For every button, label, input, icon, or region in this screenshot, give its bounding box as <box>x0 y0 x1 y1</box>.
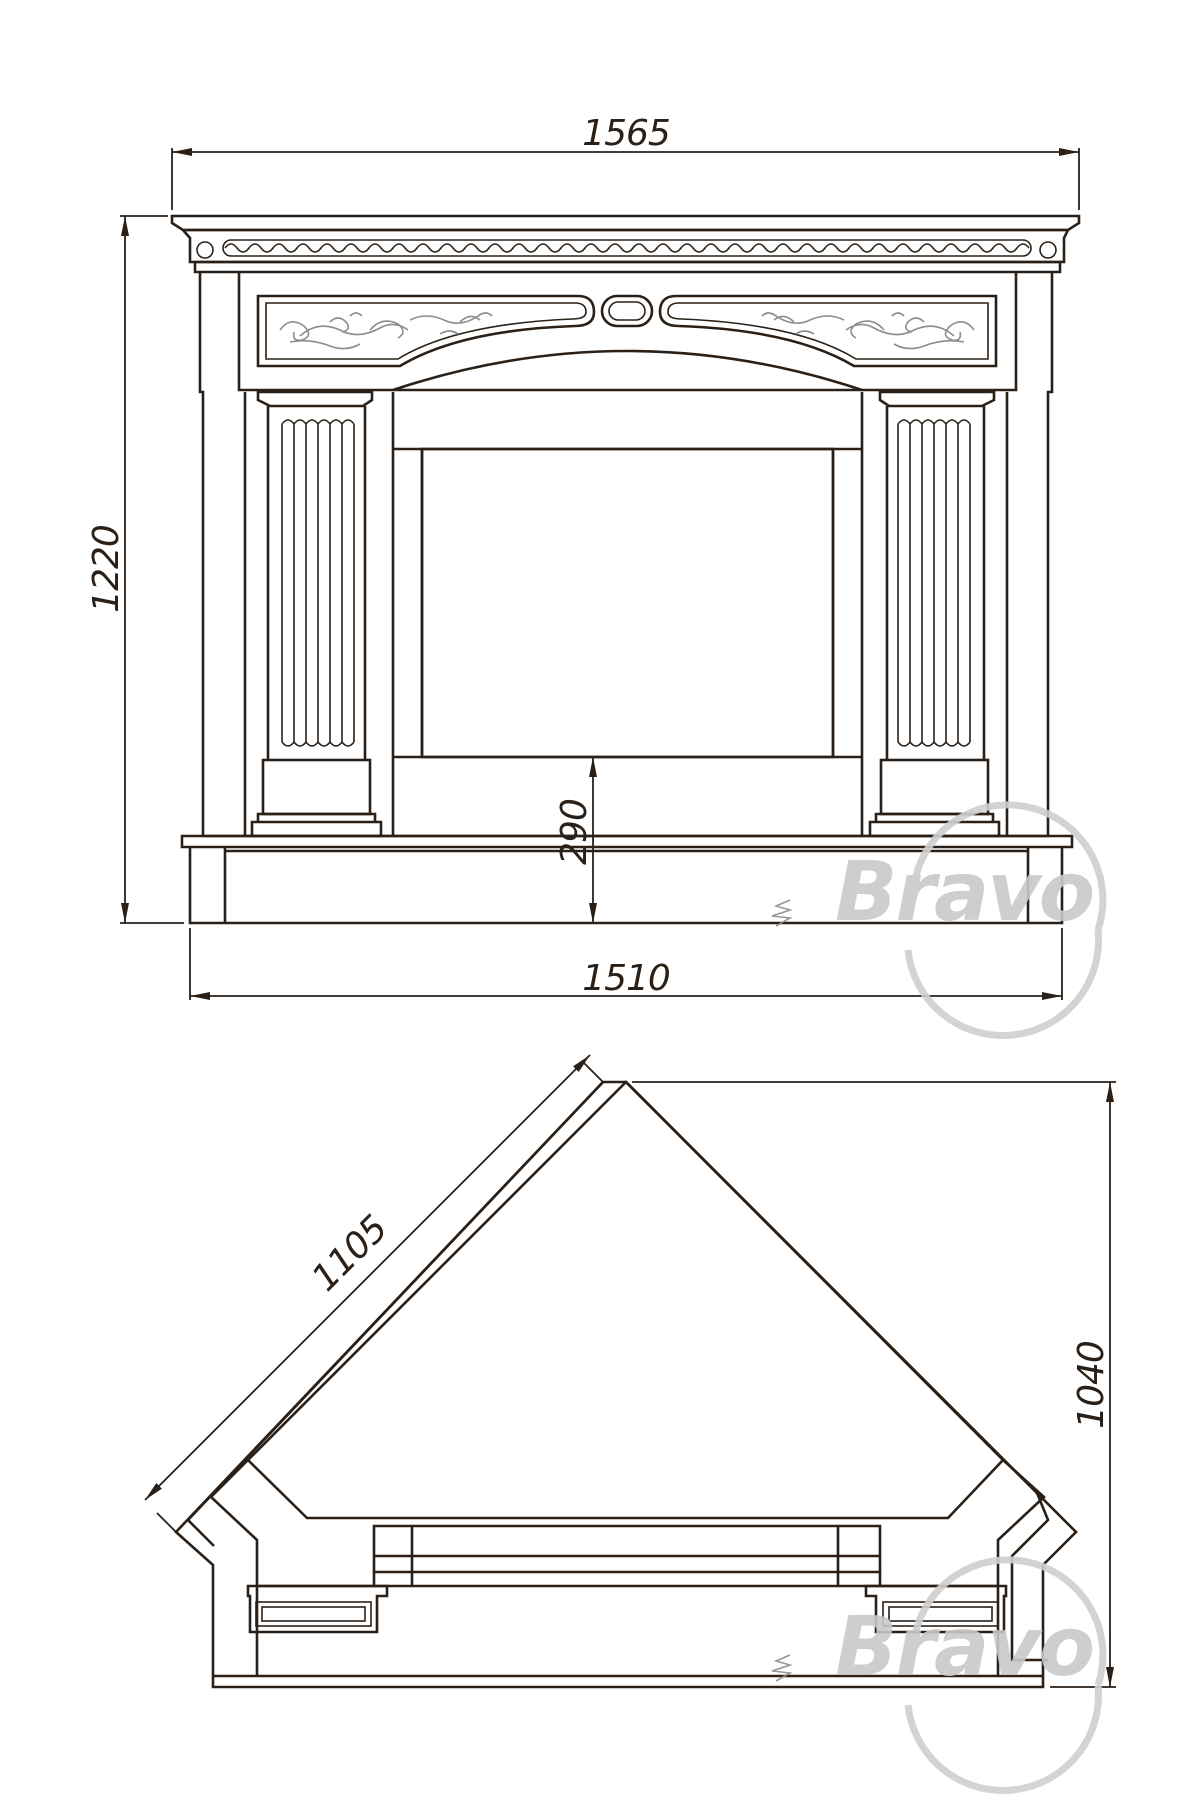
dim-label-1510: 1510 <box>582 958 670 999</box>
bravo-watermark-bottom: Bravo <box>771 1556 1107 1795</box>
watermark-logo-text: Bravo <box>835 845 1093 940</box>
cornice-band <box>180 228 1071 264</box>
frieze-panel <box>237 272 1018 392</box>
dim-label-1565: 1565 <box>582 113 670 154</box>
center-oval <box>600 294 654 328</box>
dimension-firebox-elevation: 290 <box>554 757 597 923</box>
arch <box>392 349 863 392</box>
cornice-step <box>193 260 1062 274</box>
watermark-logo-text: Bravo <box>835 1600 1093 1695</box>
dimension-plan-diagonal: 1105 <box>144 1054 604 1533</box>
scroll-ornament-right <box>761 312 975 350</box>
corner-rosette-right <box>1039 241 1057 259</box>
rope-ornament-pattern <box>224 243 1030 253</box>
front-elevation: 1565 1220 290 1510 <box>86 113 1081 1000</box>
dim-label-1105: 1105 <box>304 1208 395 1299</box>
dim-label-1220: 1220 <box>86 525 127 613</box>
mantel-body-outline <box>198 272 1054 838</box>
scroll-ornament-left <box>279 312 493 350</box>
plan-column-base-left <box>246 1584 389 1634</box>
firebox <box>391 392 864 836</box>
cartouche-left <box>256 294 596 368</box>
left-column <box>250 390 383 838</box>
bravo-watermark-top: Bravo <box>771 801 1107 1040</box>
dimension-height: 1220 <box>86 215 184 924</box>
dim-label-290: 290 <box>554 799 595 865</box>
dimension-plan-depth: 1040 <box>632 1081 1116 1688</box>
rope-ornament-band <box>222 239 1032 257</box>
cartouche-right <box>658 294 998 368</box>
mantel-shelf <box>170 214 1081 232</box>
dimension-base-width: 1510 <box>189 928 1063 1000</box>
corner-rosette-left <box>196 241 214 259</box>
right-column <box>868 390 1001 838</box>
plan-view: 1105 1040 <box>144 1054 1116 1689</box>
dimension-top-width: 1565 <box>171 113 1080 210</box>
plan-firebox <box>246 1080 1005 1520</box>
dim-label-1040: 1040 <box>1071 1341 1112 1429</box>
plinth <box>180 834 1074 925</box>
plan-outer-outline <box>174 1081 1078 1689</box>
